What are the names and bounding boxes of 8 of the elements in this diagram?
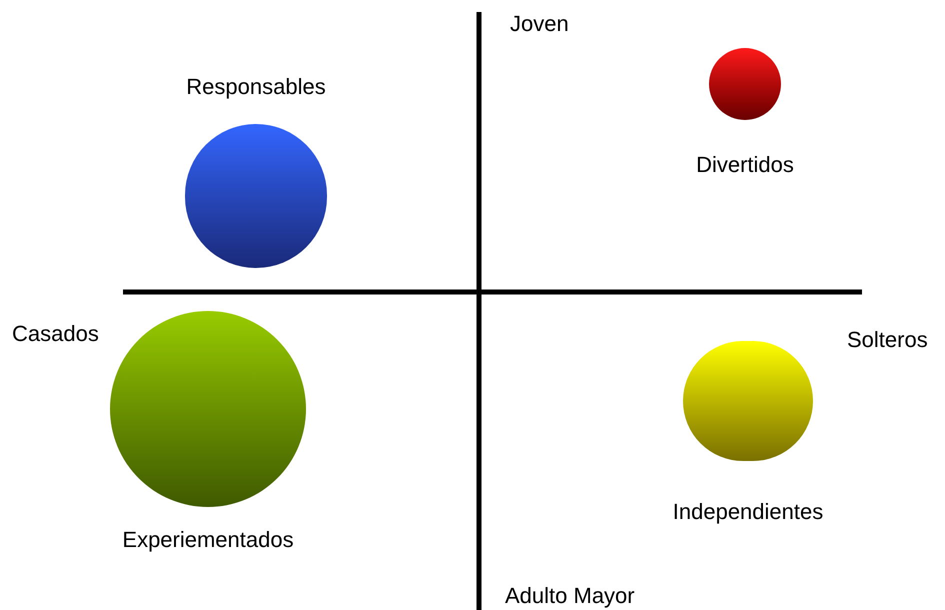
bubble-label: Experiementados [122,527,294,553]
bubble-label: Independientes [672,499,824,525]
bubble-label: Responsables [186,74,326,100]
axis-label: Casados [12,320,99,348]
bubble-label: Divertidos [696,152,794,178]
axis-label: Solteros [847,326,928,354]
axis-label: Joven [510,10,569,38]
axis-label: Adulto Mayor [505,582,635,610]
